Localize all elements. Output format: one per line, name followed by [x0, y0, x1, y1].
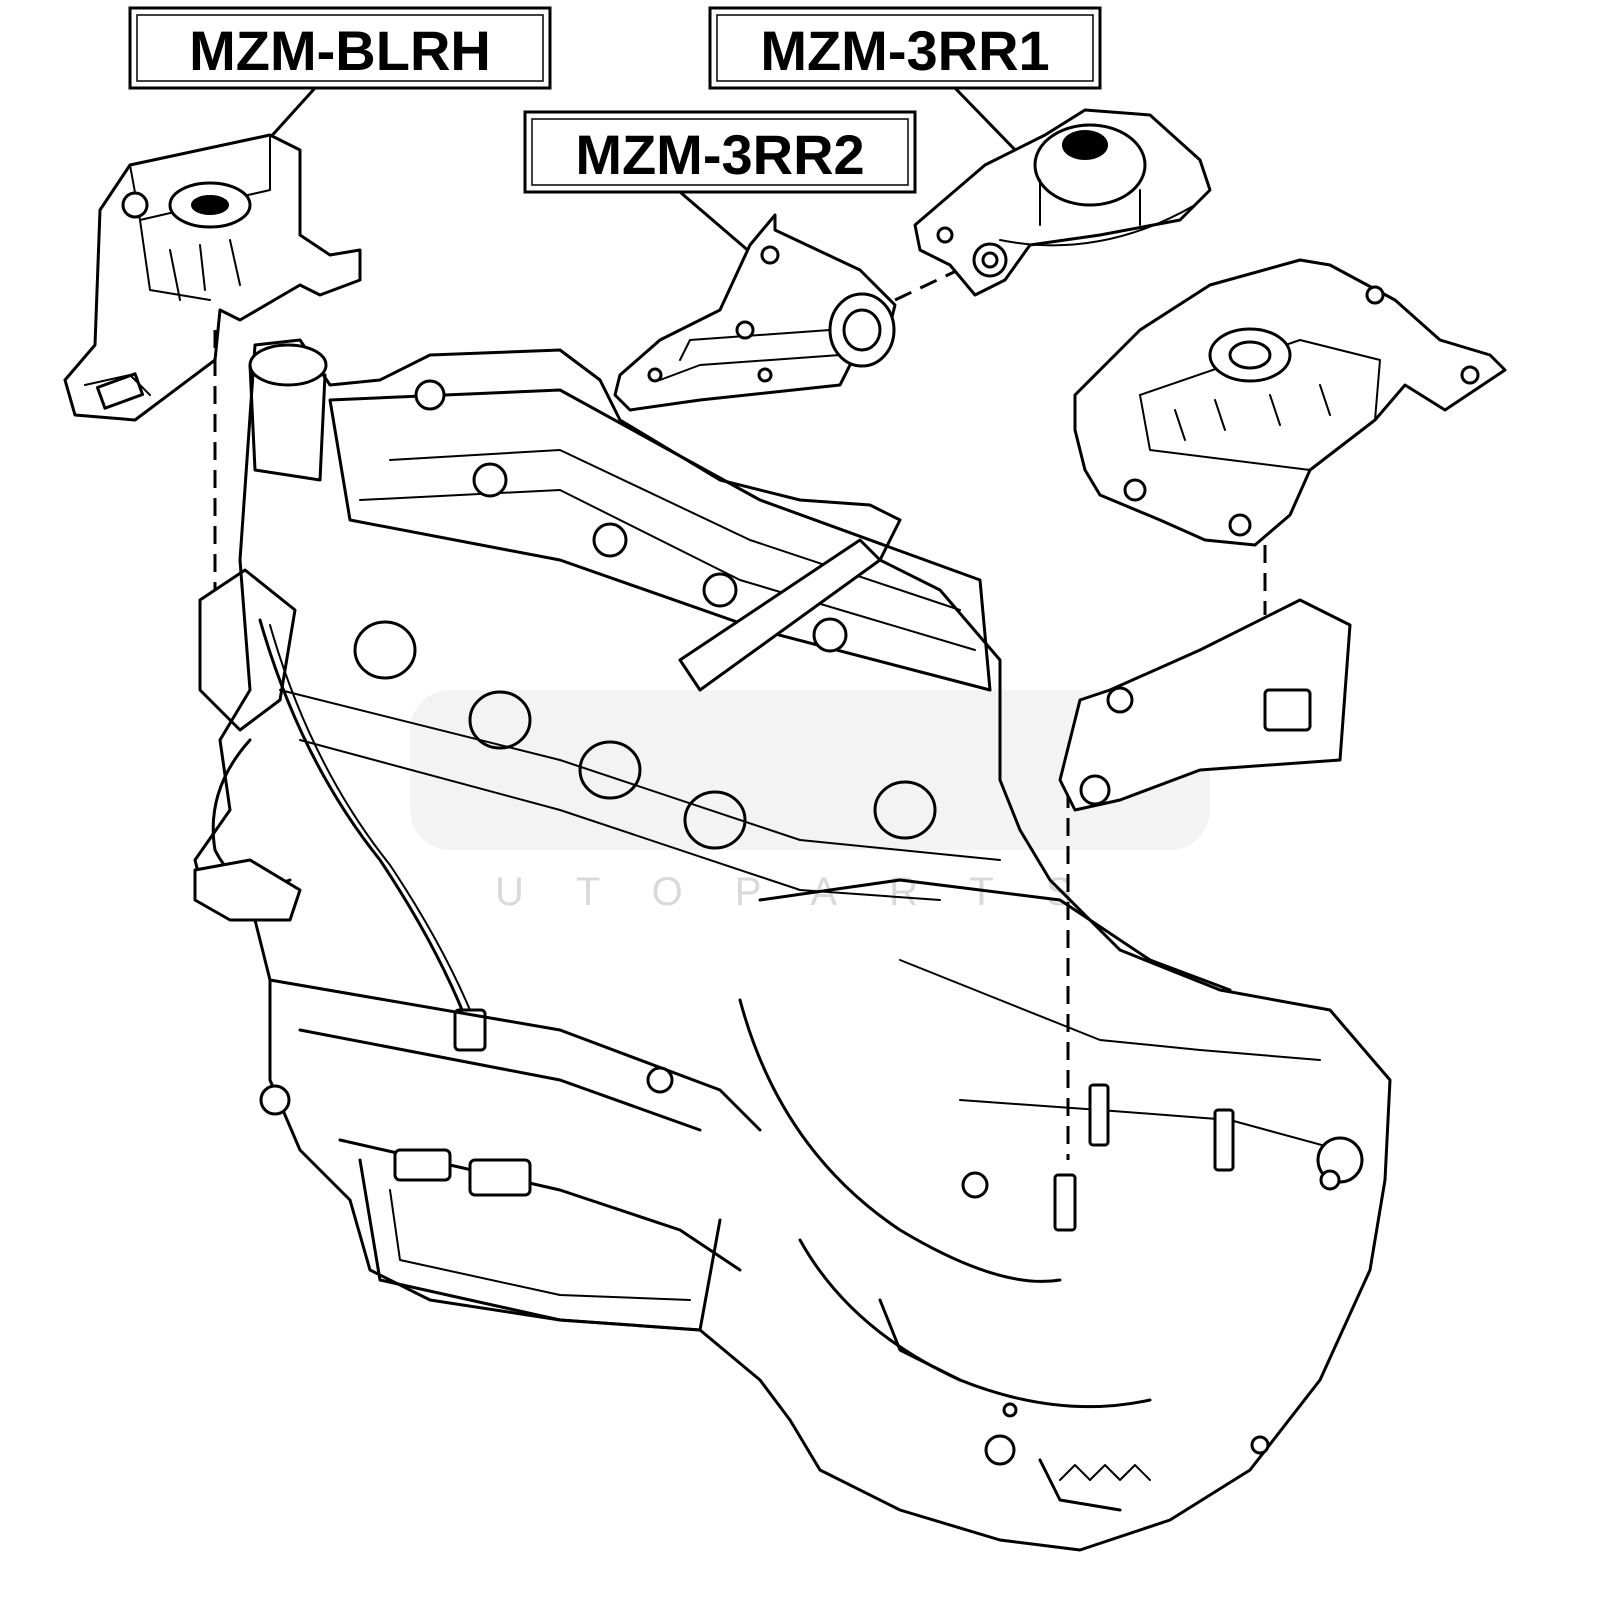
label-mzm-3rr2-text: MZM-3RR2: [575, 123, 864, 186]
engine-transmission-assembly: [193, 338, 1392, 1552]
part-mzm-3rr2-mount: [613, 213, 897, 412]
leader-line-mzm-blrh: [266, 86, 317, 142]
leader-line-mzm-3rr1: [953, 86, 1022, 157]
part-mzm-3rr1-mount: [913, 108, 1212, 297]
label-mzm-3rr1-text: MZM-3RR1: [760, 19, 1049, 82]
label-mzm-blrh-text: MZM-BLRH: [189, 19, 491, 82]
svg-text:UTOPARTS: UTOPARTS: [495, 870, 1124, 914]
label-mzm-3rr1: MZM-3RR1: [708, 6, 1102, 90]
part-mzm-blrh-mount: [63, 133, 362, 422]
label-mzm-blrh: MZM-BLRH: [128, 6, 552, 90]
brand-logo-watermark-icon: UTOPARTS: [410, 690, 1210, 914]
part-transmission-mount: [1073, 258, 1507, 547]
label-mzm-3rr2: MZM-3RR2: [523, 110, 917, 194]
